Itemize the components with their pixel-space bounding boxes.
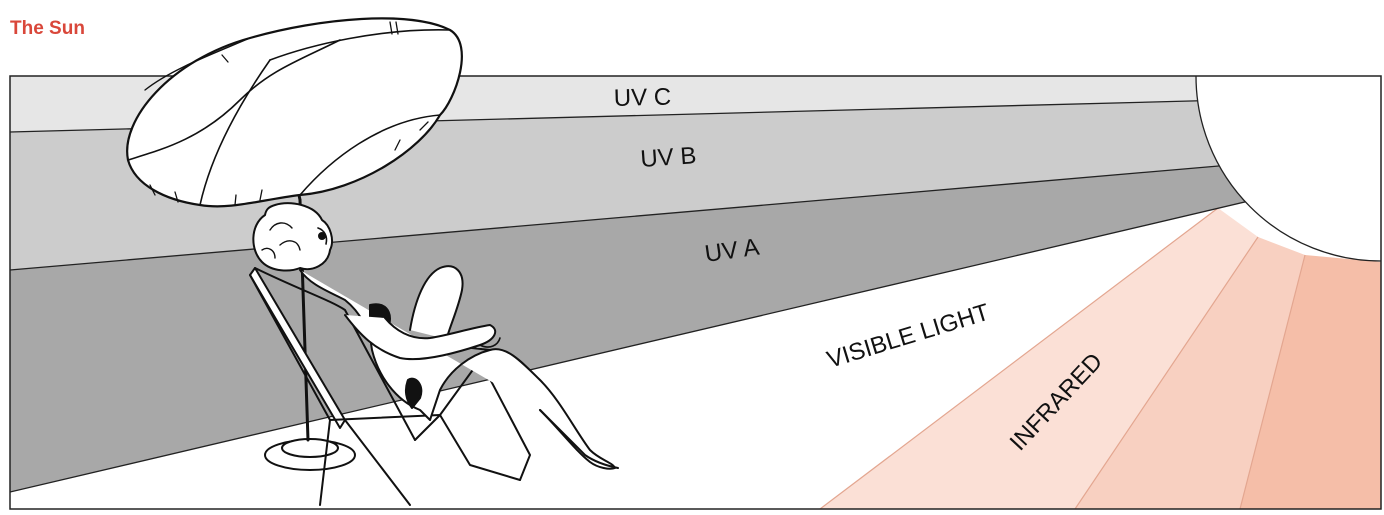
- uvc-label: UV C: [613, 84, 671, 112]
- diagram-frame: [9, 75, 1382, 510]
- woman-head: [252, 202, 333, 272]
- infrared-ray-mid: [1075, 237, 1305, 509]
- infrared-ray-light: [820, 208, 1258, 509]
- uvb-label: UV B: [640, 142, 698, 173]
- infrared-ray-dark: [1240, 255, 1381, 509]
- uva-band: [10, 152, 1381, 492]
- umbrella-canopy: [126, 17, 463, 208]
- beach-scene-illustration: [126, 17, 619, 506]
- sun-disc: [1195, 76, 1381, 262]
- diagram-title: The Sun: [10, 18, 85, 39]
